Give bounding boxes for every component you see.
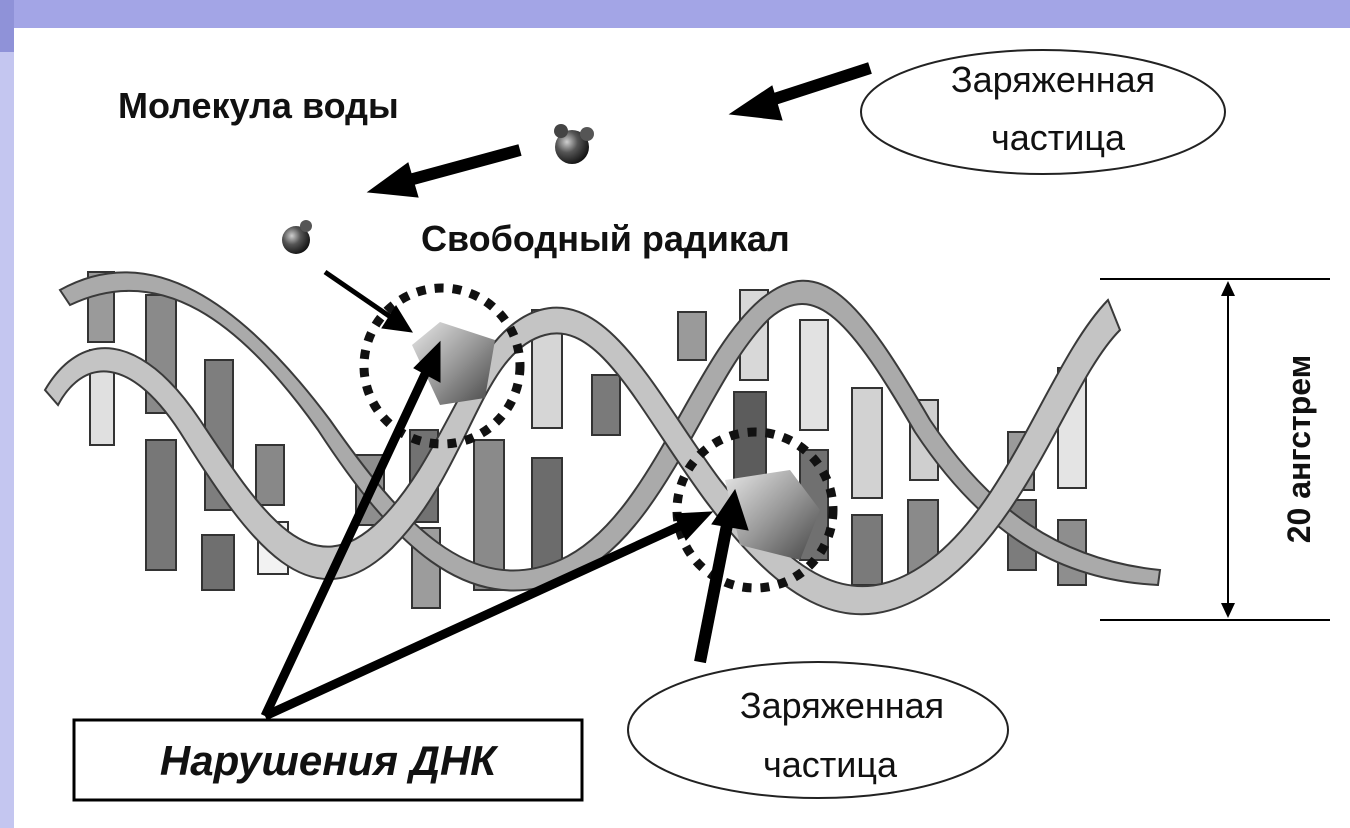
arrow-damage-lower <box>263 521 682 721</box>
damage-site-lower <box>672 427 838 593</box>
slide-frame-corner <box>0 0 14 52</box>
label-charged-particle-bottom-line2: частица <box>763 744 898 785</box>
base-pair <box>145 439 177 571</box>
label-free-radical: Свободный радикал <box>421 218 790 259</box>
arrow-damage-upper <box>260 370 431 718</box>
label-charged-particle-bottom-line1: Заряженная <box>740 685 944 726</box>
base-pair <box>851 387 883 499</box>
dna-damage-box <box>72 718 584 802</box>
charged-particle-bottom-bubble <box>627 661 1009 799</box>
arrow-charged-particle-top <box>760 62 872 109</box>
base-pair <box>255 444 285 506</box>
water-molecule-icon <box>554 124 594 164</box>
base-pair <box>531 457 563 579</box>
label-charged-particle-top-line2: частица <box>991 117 1126 158</box>
scale-bar <box>1100 278 1330 621</box>
base-pair <box>851 514 883 586</box>
label-dna-damage: Нарушения ДНК <box>160 737 499 784</box>
base-pair <box>201 534 235 591</box>
dna-backbone-strand-back <box>58 271 1162 592</box>
base-pair <box>677 311 707 361</box>
base-pair <box>591 374 621 436</box>
dna-backbone-strand-front <box>43 298 1122 616</box>
damage-site-upper <box>359 283 525 449</box>
base-pair <box>799 319 829 431</box>
arrow-head <box>366 162 419 198</box>
arrow-head <box>711 488 749 531</box>
slide-frame-left <box>0 0 14 828</box>
arrow-charged-particle-bottom <box>694 523 733 664</box>
label-water-molecule: Молекула воды <box>118 85 399 126</box>
slide-frame-top <box>0 0 1350 28</box>
arrow-head <box>728 85 783 121</box>
arrow-head <box>673 511 714 541</box>
arrow-radical-to-dna <box>323 269 394 321</box>
label-charged-particle-top-line1: Заряженная <box>951 59 1155 100</box>
arrow-head <box>413 340 441 383</box>
charged-particle-top-bubble <box>860 49 1226 175</box>
arrow-water-to-radical <box>400 144 522 188</box>
arrow-head <box>381 305 413 333</box>
arrows <box>260 62 872 721</box>
label-scale: 20 ангстрем <box>1281 355 1317 544</box>
free-radical-icon <box>282 220 312 254</box>
